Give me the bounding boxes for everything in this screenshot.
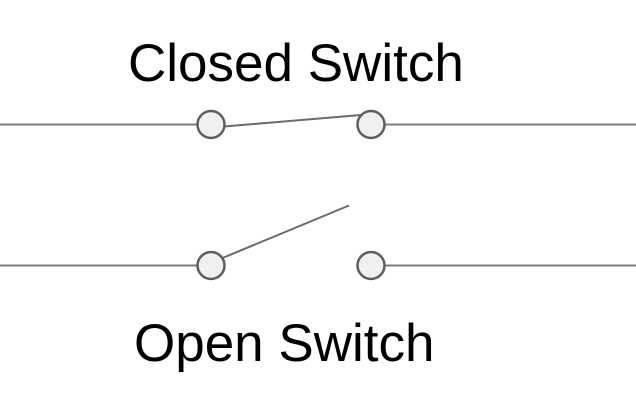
open-switch-terminal-left [196, 250, 226, 281]
open-switch-label: Open Switch [134, 314, 435, 373]
open-switch-blade [222, 204, 350, 259]
closed-switch-terminal-right [356, 109, 386, 140]
closed-switch [0, 109, 636, 140]
closed-switch-label: Closed Switch [128, 34, 464, 93]
open-switch-terminal-right [356, 250, 386, 281]
open-switch [0, 204, 636, 281]
closed-switch-blade [223, 114, 362, 128]
closed-switch-terminal-left [196, 109, 226, 140]
